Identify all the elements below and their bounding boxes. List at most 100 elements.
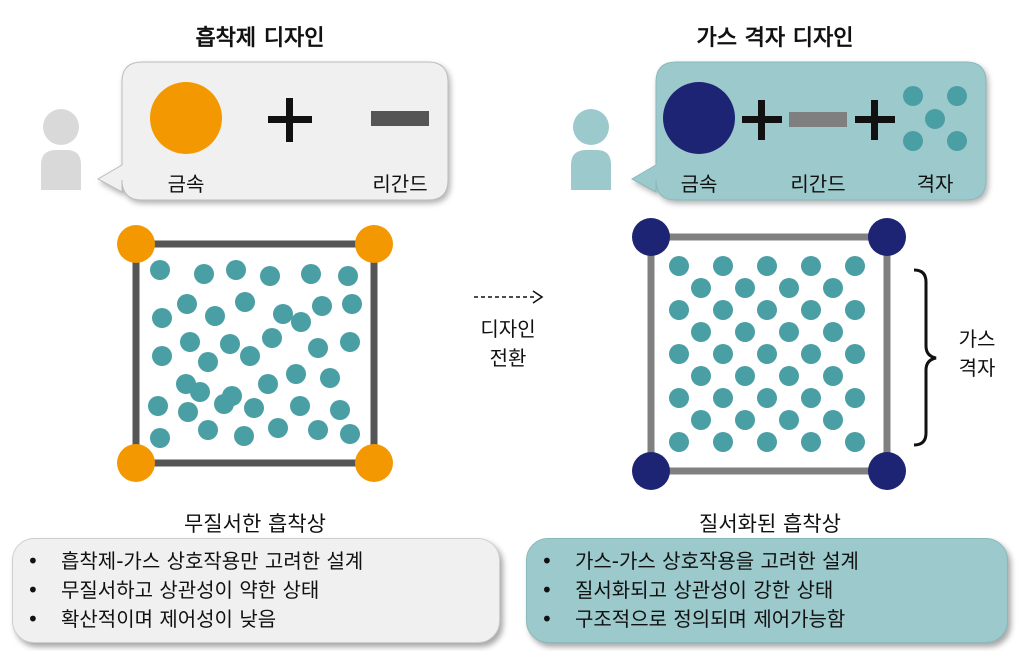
gas-molecule [823,278,843,298]
bracket-label-line-2: 격자 [958,356,996,380]
gas-molecule [757,432,777,452]
gas-molecule [823,366,843,386]
gas-molecule [845,300,865,320]
gas-molecule [713,432,733,452]
gas-molecule [757,388,777,408]
gas-molecule [330,400,350,420]
gas-molecules-disordered [148,260,362,448]
gas-molecule [735,278,755,298]
right-bullet: 질서화되고 상관성이 강한 상태 [527,576,1007,605]
gas-molecule [308,338,328,358]
gas-molecule [152,308,172,328]
gas-molecule [178,402,198,422]
left-bullet-list: 흡착제-가스 상호작용만 고려한 설계 무질서하고 상관성이 약한 상태 확산적… [13,539,499,634]
plus-icon-right-2 [855,100,895,140]
gas-molecule [691,278,711,298]
gas-molecule [779,278,799,298]
gas-molecule [713,256,733,276]
gas-molecule [340,424,360,444]
gas-molecule [260,266,280,286]
gas-molecule [691,410,711,430]
gas-molecule [735,322,755,342]
gas-molecule [669,256,689,276]
left-summary-box: 흡착제-가스 상호작용만 고려한 설계 무질서하고 상관성이 약한 상태 확산적… [12,538,500,643]
bracket-label: 가스 격자 [944,325,1010,383]
gas-molecule [713,300,733,320]
gas-molecule [273,304,293,324]
gas-molecule [801,432,821,452]
gas-molecule [801,300,821,320]
gas-molecule [779,366,799,386]
gas-molecule [691,322,711,342]
gas-molecule [177,294,197,314]
gas-molecule [290,396,310,416]
gas-molecule [669,300,689,320]
gas-molecule [801,256,821,276]
gas-molecule [845,256,865,276]
gas-molecule [286,364,306,384]
gas-molecule [220,334,240,354]
gas-molecule [258,374,278,394]
left-bullet: 무질서하고 상관성이 약한 상태 [13,576,499,605]
gas-molecule [669,344,689,364]
gas-molecule [148,396,168,416]
left-metal-label: 금속 [167,172,205,196]
right-bullet-list: 가스-가스 상호작용을 고려한 설계 질서화되고 상관성이 강한 상태 구조적으… [527,539,1007,634]
gas-molecule [691,366,711,386]
ligand-icon-left [371,111,429,126]
right-caption: 질서화된 흡착상 [699,512,841,536]
lattice-icon [903,86,967,151]
gas-molecule [340,332,360,352]
left-bullet: 흡착제-가스 상호작용만 고려한 설계 [13,547,499,576]
gas-molecule [198,420,218,440]
metal-icon-left [150,82,222,154]
left-caption: 무질서한 흡착상 [184,512,326,536]
gas-molecule [779,410,799,430]
metal-icon-right [663,82,735,154]
gas-molecule [735,366,755,386]
gas-molecule [150,260,170,280]
gas-molecule [845,388,865,408]
gas-molecule [801,388,821,408]
right-summary-box: 가스-가스 상호작용을 고려한 설계 질서화되고 상관성이 강한 상태 구조적으… [526,538,1008,643]
metal-nodes-right [632,218,906,490]
left-ligand-label: 리간드 [372,172,428,196]
ligand-icon-right [789,112,847,127]
gas-molecule [757,344,777,364]
gas-molecule [205,306,225,326]
gas-molecule [152,346,172,366]
transition-label: 디자인 전환 [464,315,552,373]
gas-molecule [713,344,733,364]
gas-molecule [669,432,689,452]
gas-molecules-ordered [669,256,865,452]
gas-molecule [308,420,328,440]
framework-left [132,240,378,467]
metal-nodes-left [117,225,393,482]
framework-right [647,233,891,475]
transition-arrow [474,290,544,304]
gas-molecule [338,266,358,286]
gas-molecule [757,300,777,320]
gas-molecule [180,332,200,352]
person-icon-left [41,109,81,190]
gas-molecule [823,410,843,430]
gas-molecule [845,344,865,364]
gas-molecule [312,296,332,316]
gas-molecule [244,398,264,418]
gas-molecule [735,410,755,430]
gas-molecule [234,426,254,446]
plus-icon-right-1 [742,100,782,140]
gas-molecule [669,388,689,408]
right-bullet: 구조적으로 정의되며 제어가능함 [527,605,1007,634]
gas-molecule [320,368,340,388]
gas-molecule [198,352,218,372]
lattice-bracket [913,268,937,447]
gas-molecule [235,292,255,312]
transition-label-line-2: 전환 [489,346,527,370]
gas-molecule [801,344,821,364]
gas-molecule [301,264,321,284]
gas-molecule [268,418,288,438]
transition-label-line-1: 디자인 [480,317,536,341]
gas-molecule [190,382,210,402]
